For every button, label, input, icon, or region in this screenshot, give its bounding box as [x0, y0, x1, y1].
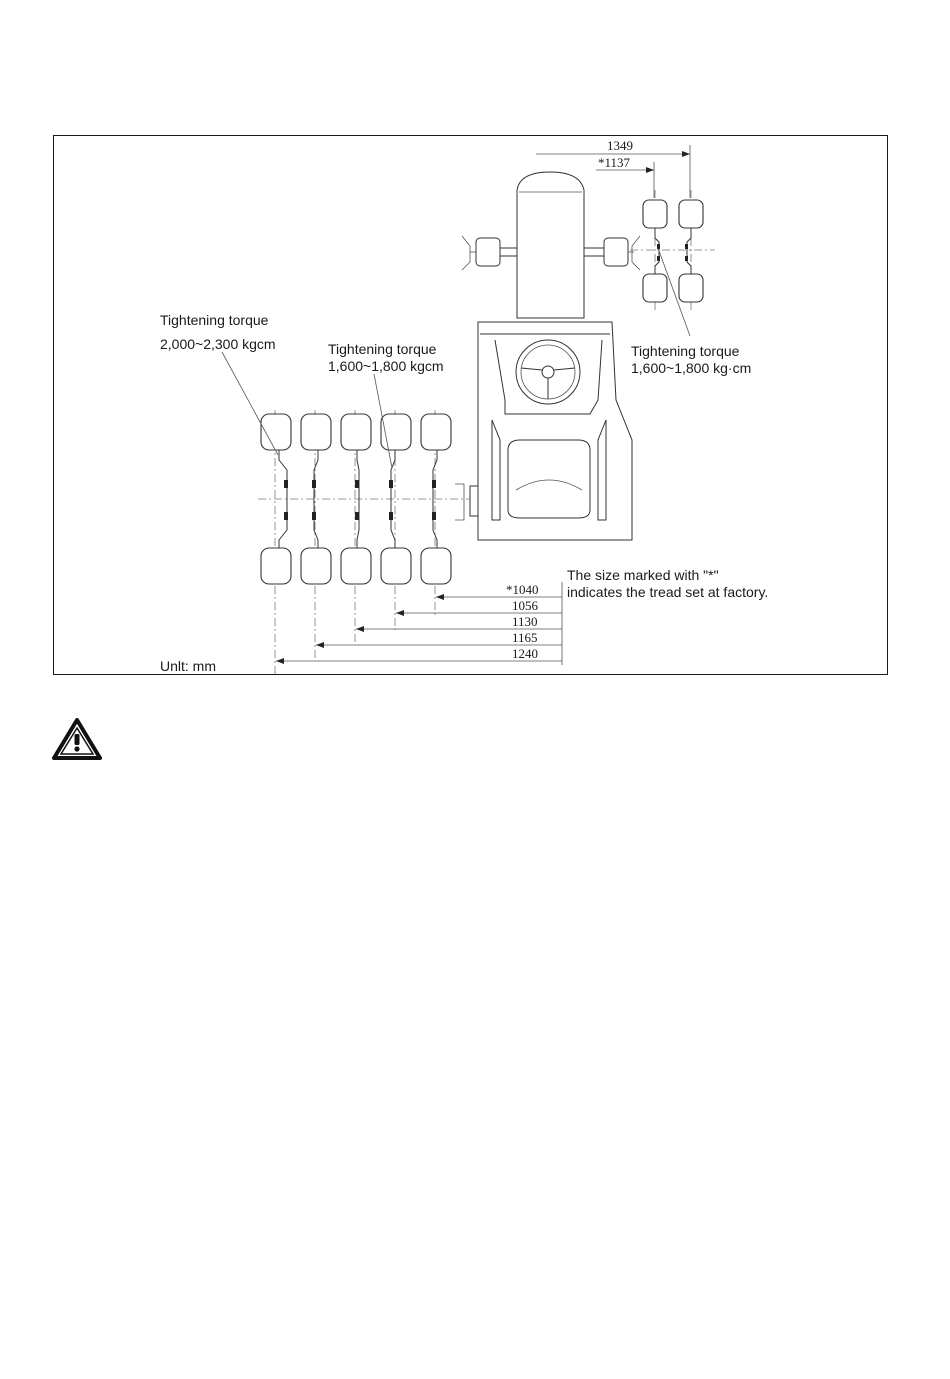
- rear-wheel-set-1130: [341, 410, 371, 645]
- front-wheels: [630, 190, 715, 310]
- rear-wheel-set-1056: [381, 410, 411, 630]
- factory-note-line2: indicates the tread set at factory.: [567, 584, 768, 600]
- dimension-1349: 1349: [607, 138, 633, 153]
- rear-torque-title: Tightening torque: [160, 312, 269, 328]
- dimension-1056: 1056: [512, 598, 539, 613]
- rear-wheel-set-1165: [301, 410, 331, 660]
- front-torque-value: 1,600~1,800 kg·cm: [631, 360, 751, 376]
- rear-torque-leader: [222, 352, 278, 455]
- dimension-1137: *1137: [598, 155, 631, 170]
- warning-triangle-icon: [52, 718, 102, 760]
- mid-torque-title: Tightening torque: [328, 341, 437, 357]
- unit-label: Unlt: mm: [160, 658, 216, 674]
- tractor-body: [455, 172, 640, 540]
- dimension-1130: 1130: [512, 614, 538, 629]
- front-torque-title: Tightening torque: [631, 343, 740, 359]
- rear-wheel-set-1040: [421, 410, 451, 615]
- rear-torque-value: 2,000~2,300 kgcm: [160, 336, 276, 352]
- rear-dimensions: *1040 1056 1130 1165 1240: [276, 582, 562, 665]
- dimension-1040: *1040: [506, 582, 539, 597]
- rear-wheel-set-1240: [261, 410, 291, 675]
- front-dimensions: 1349 *1137: [536, 138, 690, 198]
- dimension-1240: 1240: [512, 646, 538, 661]
- factory-note-line1: The size marked with "*": [567, 567, 719, 583]
- dimension-1165: 1165: [512, 630, 538, 645]
- mid-torque-value: 1,600~1,800 kgcm: [328, 358, 444, 374]
